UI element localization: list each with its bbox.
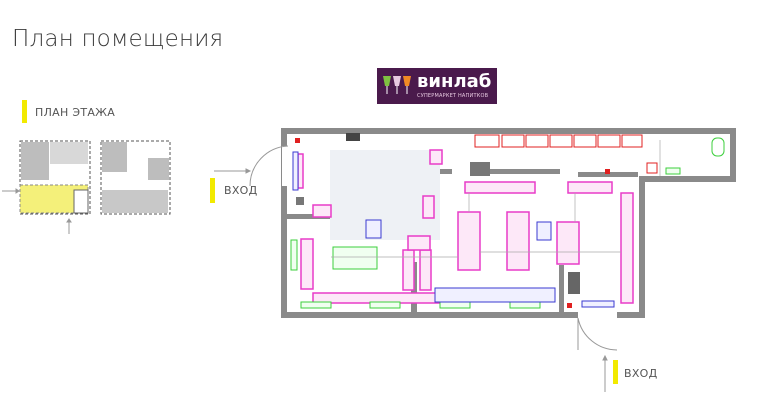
- equipment: [296, 133, 580, 294]
- display-fixtures-green: [290, 167, 681, 309]
- dimension-lines: [331, 140, 661, 258]
- store-floor-plan: [249, 128, 736, 351]
- backroom-area: [330, 150, 440, 240]
- fixtures-blue: [292, 151, 615, 308]
- page-title: План помещения: [12, 26, 224, 52]
- brand-logo: винлаб СУПЕРМАРКЕТ НАПИТКОВ: [377, 68, 497, 104]
- toilet-icon: [711, 137, 725, 157]
- entry-arrows: [2, 168, 608, 392]
- entrance-marker-bottom: [613, 360, 618, 384]
- brand-tagline: СУПЕРМАРКЕТ НАПИТКОВ: [417, 93, 489, 99]
- fire-marker: [295, 138, 300, 143]
- door-bottom: [577, 317, 618, 351]
- entrance-label-bottom: ВХОД: [624, 367, 658, 380]
- floor-plan-marker: [22, 100, 27, 123]
- building-block-right: [100, 140, 171, 215]
- entrance-label-left: ВХОД: [224, 184, 258, 197]
- brand-name: винлаб: [417, 71, 492, 92]
- building-block-left: [19, 140, 91, 215]
- door-left: [249, 145, 289, 187]
- glasses-icon: [383, 76, 411, 94]
- shelving-units: [297, 149, 634, 304]
- wall-shelves-red: [474, 134, 658, 174]
- floor-plan-label: ПЛАН ЭТАЖА: [35, 106, 116, 119]
- entrance-marker-left: [210, 178, 215, 203]
